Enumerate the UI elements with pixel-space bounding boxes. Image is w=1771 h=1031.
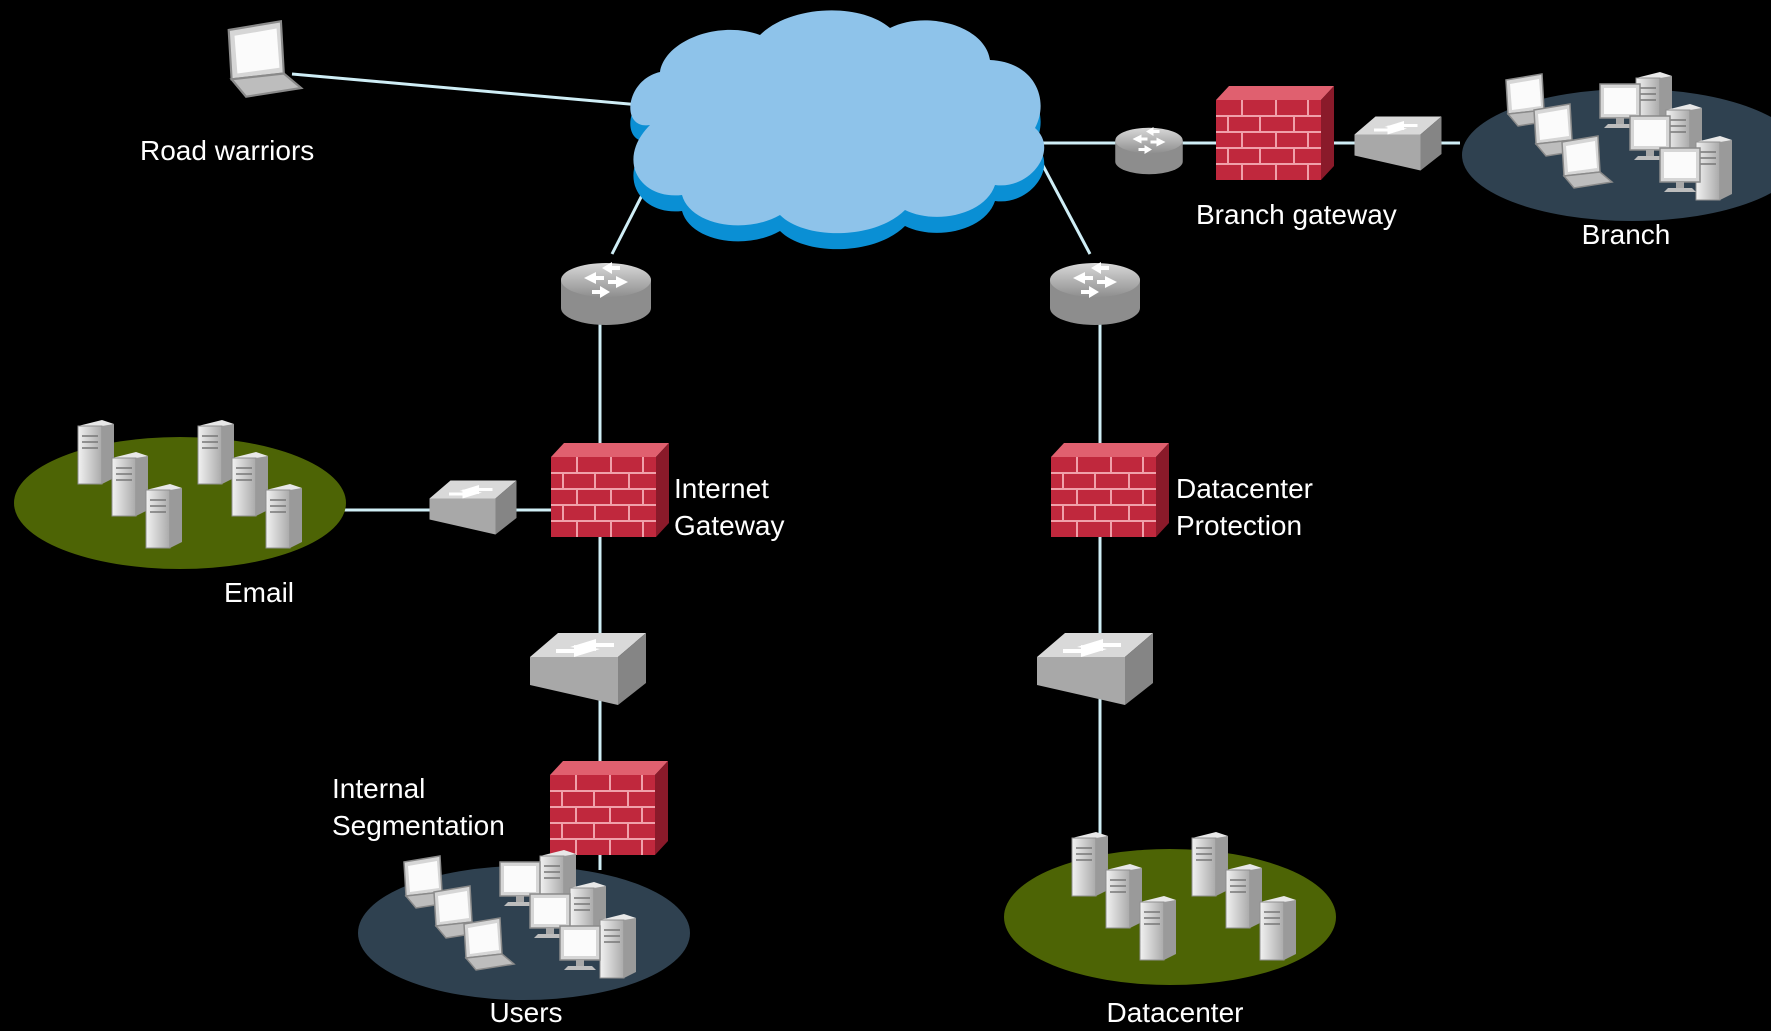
- switch-icon: [429, 480, 517, 535]
- server-icon: [1105, 863, 1143, 929]
- datacenter-protection-line-1: Datacenter: [1176, 473, 1313, 504]
- server-icon: [1259, 895, 1297, 961]
- datacenter-protection-line-2: Protection: [1176, 510, 1303, 541]
- cloud-icon: [630, 10, 1045, 250]
- internal-segmentation-label: Internal Segmentation: [332, 770, 505, 844]
- switch-icon: [1037, 633, 1153, 705]
- server-icon: [77, 419, 115, 485]
- router-icon: [561, 262, 651, 325]
- firewall-icon: [1050, 442, 1170, 538]
- server-icon: [145, 483, 183, 549]
- server-icon: [1191, 831, 1229, 897]
- road-warriors-label: Road warriors: [140, 135, 315, 166]
- branch-label: Branch: [1581, 219, 1671, 250]
- users-label: Users: [489, 997, 563, 1028]
- link-roadwarrior-cloud: [291, 72, 641, 107]
- firewall-icon: [1215, 85, 1335, 181]
- datacenter-label: Datacenter: [1106, 997, 1244, 1028]
- server-icon: [1225, 863, 1263, 929]
- email-label: Email: [223, 577, 295, 608]
- server-icon: [197, 419, 235, 485]
- link-cloud-router-right: [1038, 159, 1092, 255]
- server-icon: [1071, 831, 1109, 897]
- server-icon: [265, 483, 303, 549]
- laptop-icon: [227, 20, 303, 98]
- server-icon: [1139, 895, 1177, 961]
- switch-icon: [530, 633, 646, 705]
- firewall-icon: [550, 442, 670, 538]
- links: [291, 72, 1460, 880]
- branch-gateway-label: Branch gateway: [1196, 199, 1397, 230]
- server-icon: [111, 451, 149, 517]
- switch-icon: [1354, 116, 1442, 171]
- router-icon: [1115, 127, 1183, 175]
- internal-segmentation-line-1: Internal: [332, 773, 426, 804]
- server-icon: [599, 913, 637, 979]
- datacenter-protection-label: Datacenter Protection: [1176, 470, 1313, 544]
- server-icon: [1695, 135, 1733, 201]
- router-icon: [1050, 262, 1140, 325]
- internet-gateway-line-1: Internet: [674, 473, 769, 504]
- internet-gateway-line-2: Gateway: [674, 510, 785, 541]
- server-icon: [231, 451, 269, 517]
- firewall-icon: [549, 760, 669, 856]
- internet-gateway-label: Internet Gateway: [674, 470, 785, 544]
- internal-segmentation-line-2: Segmentation: [332, 810, 505, 841]
